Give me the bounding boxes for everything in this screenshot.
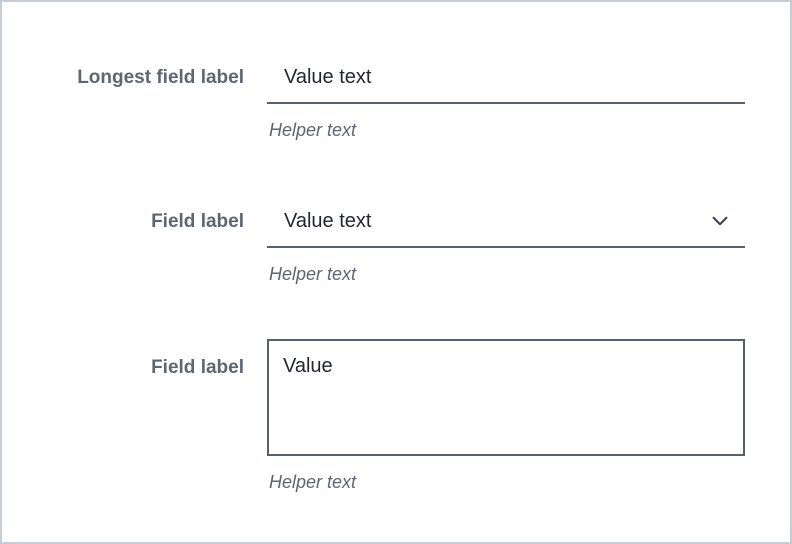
text-field-group: Helper text [267,64,745,142]
text-input[interactable] [267,64,745,104]
helper-text: Helper text [269,264,357,284]
field-label: Longest field label [77,67,244,88]
helper-text: Helper text [269,472,357,492]
form-row-text: Longest field label Helper text [52,64,790,142]
select-field-group: Value text Helper text [267,208,745,286]
chevron-down-icon [712,216,728,226]
field-label: Field label [151,357,244,378]
helper-text: Helper text [269,120,357,140]
form-row-textarea: Field label Value Helper text [52,339,790,494]
textarea-field-group: Value Helper text [267,339,745,494]
textarea-input[interactable]: Value [267,339,745,456]
select-value: Value text [284,210,372,232]
field-value-form: Longest field label Helper text Field la… [2,2,790,494]
field-label: Field label [151,211,244,232]
form-row-select: Field label Value text Helper text [52,208,790,286]
select-input[interactable]: Value text [267,208,745,248]
